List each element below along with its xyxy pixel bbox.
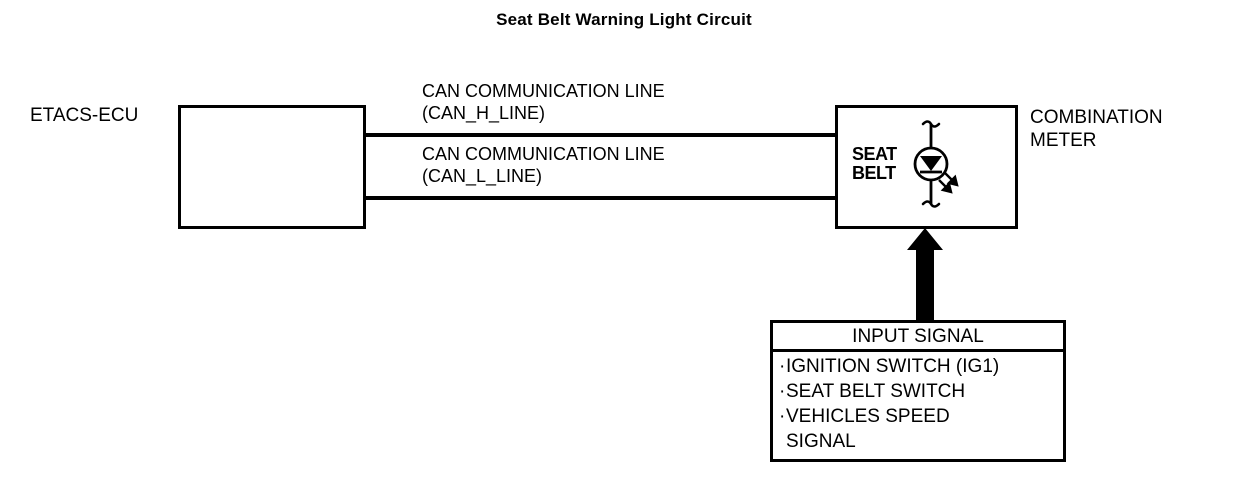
input-signal-box: INPUT SIGNAL ·IGNITION SWITCH (IG1) ·SEA… [770,320,1066,462]
can-l-line-label: CAN COMMUNICATION LINE (CAN_L_LINE) [422,143,665,187]
list-item-label: SEAT BELT SWITCH [786,381,966,402]
bullet-marker: · [779,406,786,427]
can-h-line-label-line2: (CAN_H_LINE) [422,103,546,123]
list-item: ·IGNITION SWITCH (IG1) [779,354,1067,379]
seat-belt-lamp-text-line1: SEAT [852,144,897,164]
bullet-marker: · [779,356,786,377]
list-item-label: IGNITION SWITCH (IG1) [786,356,1000,377]
can-h-line-label-line1: CAN COMMUNICATION LINE [422,81,665,101]
warning-lamp-icon [913,120,959,208]
can-l-line-label-line1: CAN COMMUNICATION LINE [422,144,665,164]
can-h-line [364,133,837,137]
etacs-ecu-box [178,105,366,229]
combination-meter-label-line1: COMBINATION [1030,107,1163,128]
list-item-label: VEHICLES SPEED [786,406,950,427]
input-signal-list: ·IGNITION SWITCH (IG1) ·SEAT BELT SWITCH… [779,354,1067,454]
list-item: ·SEAT BELT SWITCH [779,379,1067,404]
list-item: ·VEHICLES SPEED [779,404,1067,429]
can-l-line-label-line2: (CAN_L_LINE) [422,166,543,186]
etacs-ecu-label: ETACS-ECU [30,105,139,126]
list-item-continuation: SIGNAL [779,429,1067,454]
combination-meter-label: COMBINATION METER [1030,106,1163,152]
bullet-marker: · [779,381,786,402]
page-title: Seat Belt Warning Light Circuit [496,10,752,29]
can-l-line [364,196,837,200]
can-h-line-label: CAN COMMUNICATION LINE (CAN_H_LINE) [422,80,665,124]
seat-belt-lamp-text-line2: BELT [852,163,896,183]
combination-meter-box [835,105,1018,229]
input-signal-arrow-icon [907,228,943,321]
combination-meter-label-line2: METER [1030,130,1097,151]
list-item-continuation-label: SIGNAL [786,431,856,452]
seat-belt-lamp-text: SEAT BELT [852,145,897,183]
input-signal-header: INPUT SIGNAL [773,323,1063,352]
